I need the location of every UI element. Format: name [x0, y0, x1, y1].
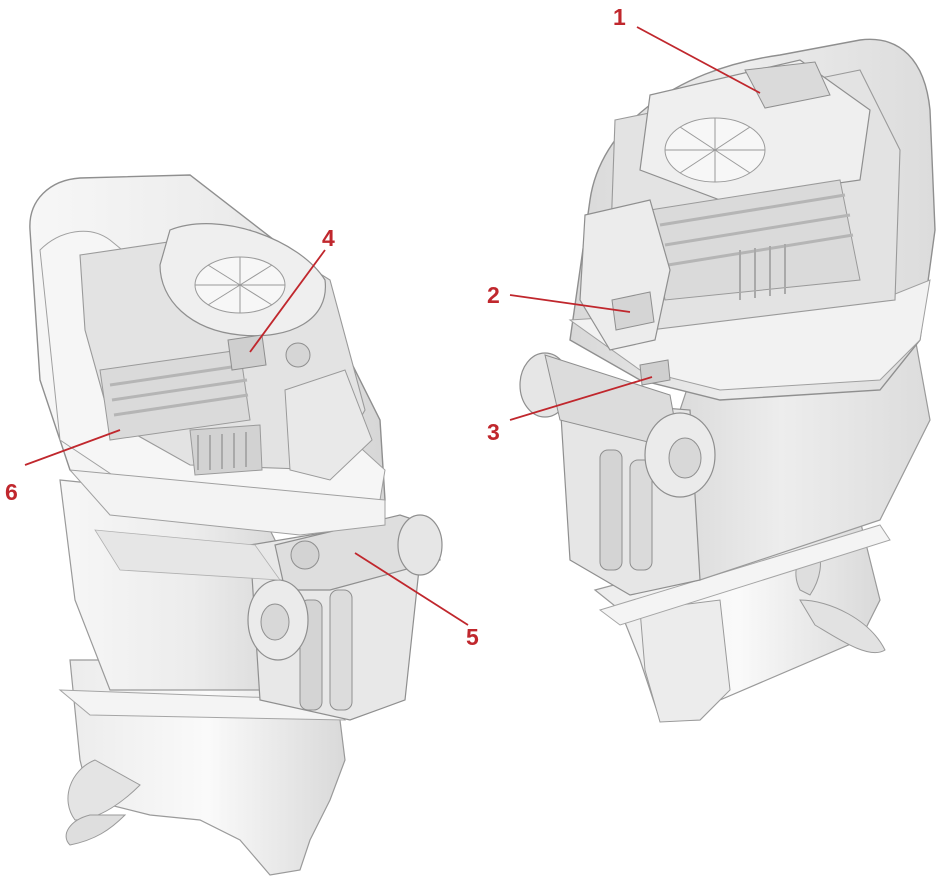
- callout-2-leader: [509, 294, 631, 313]
- callout-4: 4: [322, 225, 335, 251]
- right-propeller: [799, 599, 886, 654]
- left-outboard-engine: [29, 174, 443, 876]
- callout-1-leader: [636, 26, 761, 94]
- callout-5: 5: [466, 624, 479, 650]
- right-flywheel-vent: [664, 117, 766, 183]
- callout-4-leader: [249, 249, 326, 353]
- callout-6: 6: [5, 479, 18, 505]
- left-propeller: [67, 759, 141, 821]
- callout-3-leader: [509, 376, 653, 421]
- callout-labels: 1 2 3 4 5 6: [5, 4, 626, 650]
- callout-3: 3: [487, 419, 500, 445]
- callout-5-leader: [354, 552, 469, 626]
- left-flywheel-vent: [194, 256, 286, 314]
- callout-1: 1: [613, 4, 626, 30]
- callout-6-leader: [24, 429, 121, 466]
- callouts: [24, 26, 761, 626]
- right-outboard-engine: [519, 38, 936, 723]
- callout-2: 2: [487, 282, 500, 308]
